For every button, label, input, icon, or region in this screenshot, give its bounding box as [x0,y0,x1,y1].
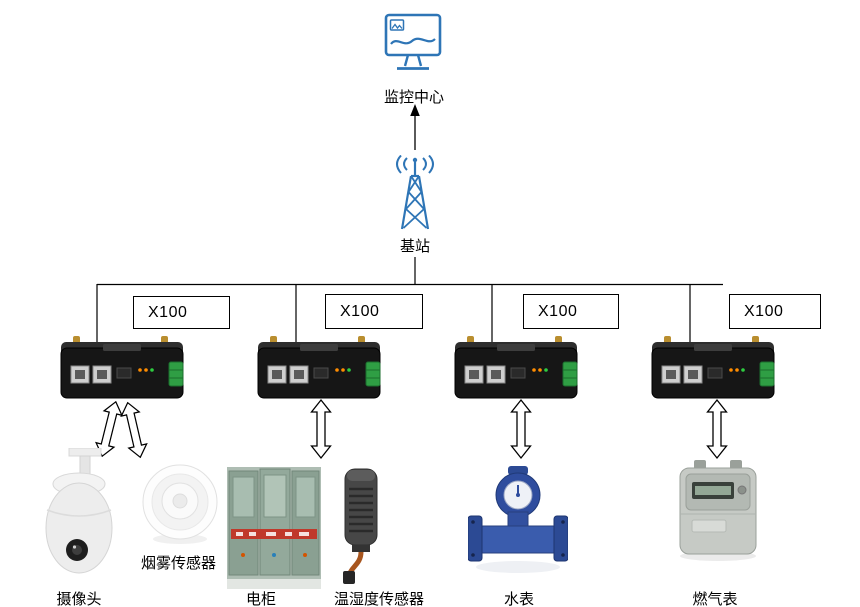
smoke-sensor-image [142,464,218,544]
router-image-3 [454,336,578,399]
camera-image [45,448,113,574]
cell-tower-icon [396,155,434,230]
gas-meter-image [679,460,757,561]
monitor-icon [384,13,442,70]
router-label-box-3: X100 [523,294,619,329]
link-arrow-water-meter [510,398,532,460]
router-label-3: X100 [538,302,578,320]
electrical-cabinet-label: 电柜 [245,591,276,607]
base-station-label: 基站 [399,238,430,255]
base-station-icon [387,155,443,233]
router-image-1 [60,336,184,399]
temp-humidity-sensor-label: 温湿度传感器 [333,591,424,607]
smoke-sensor-label: 烟雾传感器 [140,555,216,572]
router-label-4: X100 [744,302,784,320]
water-meter-label: 水表 [503,591,534,607]
router-label-2: X100 [340,302,380,320]
temp-humidity-sensor-image [343,468,378,584]
router-label-box-2: X100 [325,294,423,329]
gas-meter-label: 燃气表 [692,591,738,607]
link-arrow-cabinet [310,398,332,460]
link-arrow-gas-meter [706,398,728,460]
router-label-box-4: X100 [729,294,821,329]
camera-label: 摄像头 [56,591,102,607]
link-arrow-camera [95,400,123,458]
router-image-2 [257,336,381,399]
router-label-box-1: X100 [133,296,230,329]
link-arrow-smoke-sensor [120,401,148,459]
monitoring-center-icon [384,13,442,75]
water-meter-image [468,466,568,573]
router-label-1: X100 [148,303,188,321]
uplink-arrow [410,104,420,150]
router-image-4 [651,336,775,399]
bus-line [96,257,723,345]
electrical-cabinet-image [227,467,321,589]
monitoring-center-label: 监控中心 [383,89,444,106]
